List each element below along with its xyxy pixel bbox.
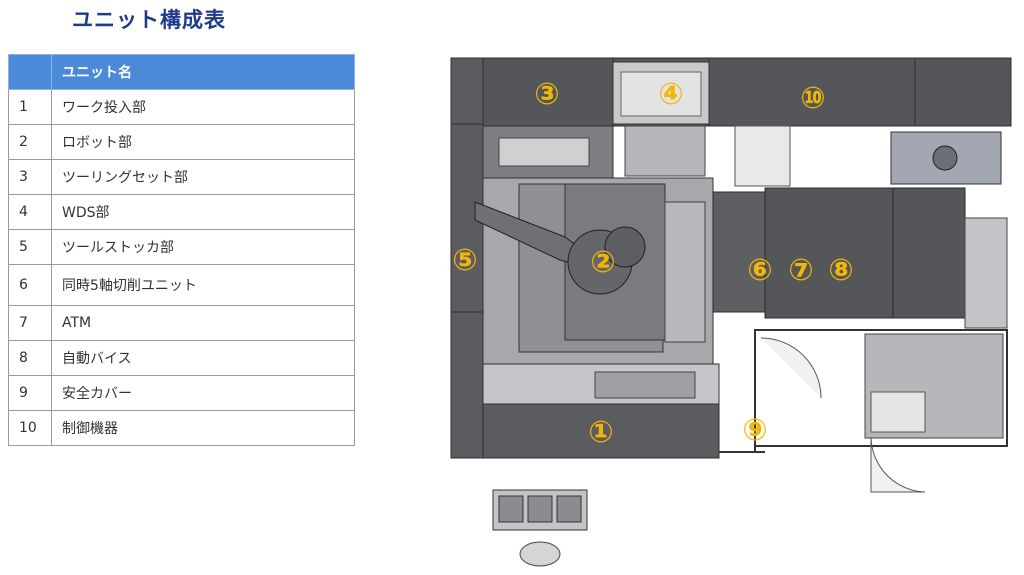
row-unit-name: ワーク投入部 [51,89,355,125]
row-number: 6 [8,264,52,306]
header-number [8,54,52,90]
row-unit-name: ツーリングセット部 [51,159,355,195]
row-number: 1 [8,89,52,125]
label-5: ⑤ [452,243,477,278]
label-3: ③ [534,77,559,112]
header-unit-name: ユニット名 [51,54,355,90]
page-title: ユニット構成表 [72,8,226,32]
row-unit-name: 自動バイス [51,340,355,376]
row-number: 7 [8,305,52,341]
row-number: 3 [8,159,52,195]
label-9: ⑨ [742,413,767,448]
row-unit-name: ATM [51,305,355,341]
row-number: 10 [8,410,52,446]
row-number: 8 [8,340,52,376]
operator-figure [519,541,561,567]
row-unit-name: ツールストッカ部 [51,229,355,265]
row-number: 4 [8,194,52,230]
cutting-unit-side [712,191,766,313]
row-unit-name: ロボット部 [51,124,355,160]
row-number: 2 [8,124,52,160]
row-unit-name: 制御機器 [51,410,355,446]
row-unit-name: WDS部 [51,194,355,230]
table-header-row: ユニット名 [8,54,355,90]
top-frame [450,57,1012,127]
machine-layout-diagram: ③ ④ ⑩ ⑤ ② ⑥ ⑦ ⑧ ① ⑨ [450,57,1012,567]
label-10: ⑩ [800,81,825,116]
label-8: ⑧ [828,253,853,288]
label-1: ① [588,415,613,450]
row-unit-name: 同時5軸切削ユニット [51,264,355,306]
row-number: 5 [8,229,52,265]
left-frame [450,57,484,459]
label-6: ⑥ [747,253,772,288]
row-unit-name: 安全カバー [51,375,355,411]
label-2: ② [590,245,615,280]
label-7: ⑦ [788,253,813,288]
five-axis-cutting-unit [764,187,966,319]
label-4: ④ [658,77,683,112]
row-number: 9 [8,375,52,411]
